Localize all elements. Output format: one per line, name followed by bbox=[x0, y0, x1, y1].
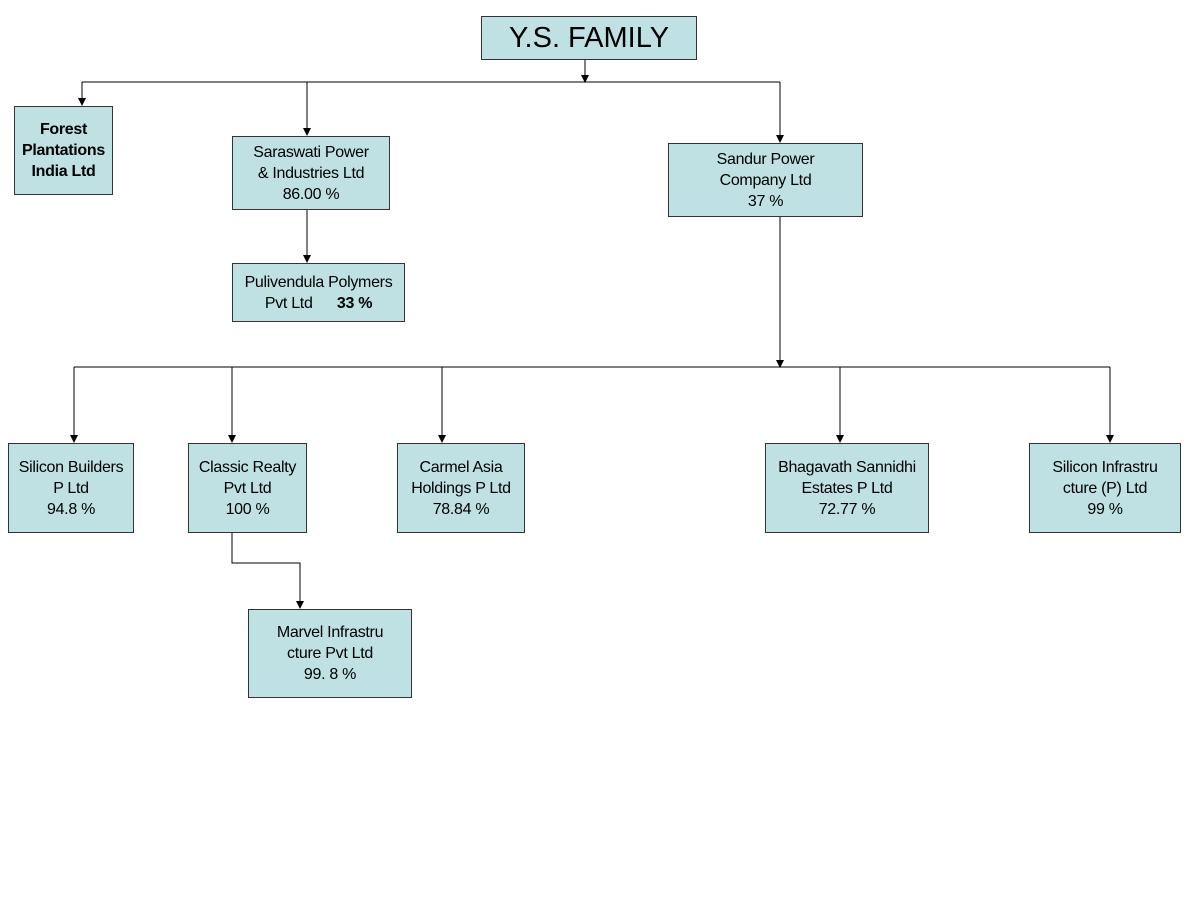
node-name-line1: Pulivendula Polymers bbox=[244, 273, 393, 291]
node-title: Y.S. FAMILY bbox=[508, 22, 670, 54]
node-name-line3: India Ltd bbox=[31, 163, 96, 180]
node-name-line1: Forest bbox=[39, 121, 88, 138]
node-name-line1: Carmel Asia bbox=[419, 458, 503, 476]
node-silicon-infrastructure: Silicon Infrastru cture (P) Ltd 99 % bbox=[1029, 443, 1181, 533]
node-percentage: 99 % bbox=[1087, 500, 1123, 518]
node-name-line1: Bhagavath Sannidhi bbox=[778, 458, 916, 476]
node-bhagavath-sannidhi: Bhagavath Sannidhi Estates P Ltd 72.77 % bbox=[765, 443, 929, 533]
node-name-line2-row: Pvt Ltd 33 % bbox=[264, 293, 373, 314]
node-name-line2: Company Ltd bbox=[719, 171, 812, 189]
node-name-line1: Marvel Infrastru bbox=[276, 624, 384, 641]
node-silicon-builders: Silicon Builders P Ltd 94.8 % bbox=[8, 443, 134, 533]
node-saraswati-power: Saraswati Power & Industries Ltd 86.00 % bbox=[232, 136, 390, 210]
node-name-line1: Classic Realty bbox=[198, 458, 297, 476]
node-name-line1: Saraswati Power bbox=[253, 143, 369, 161]
node-name-line2: Pvt Ltd bbox=[264, 294, 313, 312]
node-sandur-power: Sandur Power Company Ltd 37 % bbox=[668, 143, 863, 217]
node-percentage: 99. 8 % bbox=[303, 666, 357, 683]
node-marvel-infrastructure: Marvel Infrastru cture Pvt Ltd 99. 8 % bbox=[248, 609, 412, 698]
node-name-line2: Estates P Ltd bbox=[801, 479, 893, 497]
node-classic-realty: Classic Realty Pvt Ltd 100 % bbox=[188, 443, 307, 533]
node-pulivendula-polymers: Pulivendula Polymers Pvt Ltd 33 % bbox=[232, 263, 405, 322]
node-name-line2: cture (P) Ltd bbox=[1062, 479, 1148, 497]
node-carmel-asia: Carmel Asia Holdings P Ltd 78.84 % bbox=[397, 443, 525, 533]
node-name-line1: Silicon Builders bbox=[18, 458, 124, 476]
node-percentage: 37 % bbox=[747, 192, 784, 210]
node-name-line2: P Ltd bbox=[53, 479, 89, 497]
node-percentage: 33 % bbox=[336, 294, 373, 312]
node-name-line2: Pvt Ltd bbox=[223, 479, 272, 497]
node-percentage: 78.84 % bbox=[432, 500, 490, 518]
node-percentage: 94.8 % bbox=[46, 500, 95, 518]
node-name-line2: cture Pvt Ltd bbox=[287, 645, 373, 662]
node-percentage: 86.00 % bbox=[282, 185, 340, 203]
node-name-line2: Plantations bbox=[22, 142, 105, 159]
node-forest-plantations: Forest Plantations India Ltd bbox=[14, 106, 113, 195]
node-name-line1: Silicon Infrastru bbox=[1052, 458, 1158, 476]
node-ys-family: Y.S. FAMILY bbox=[481, 16, 697, 60]
node-name-line2: Holdings P Ltd bbox=[411, 479, 511, 497]
connector-to-marvel bbox=[231, 533, 304, 609]
node-name-line1: Sandur Power bbox=[716, 150, 815, 168]
node-percentage: 72.77 % bbox=[818, 500, 876, 518]
node-percentage: 100 % bbox=[225, 500, 270, 518]
node-name-line2: & Industries Ltd bbox=[257, 164, 365, 182]
